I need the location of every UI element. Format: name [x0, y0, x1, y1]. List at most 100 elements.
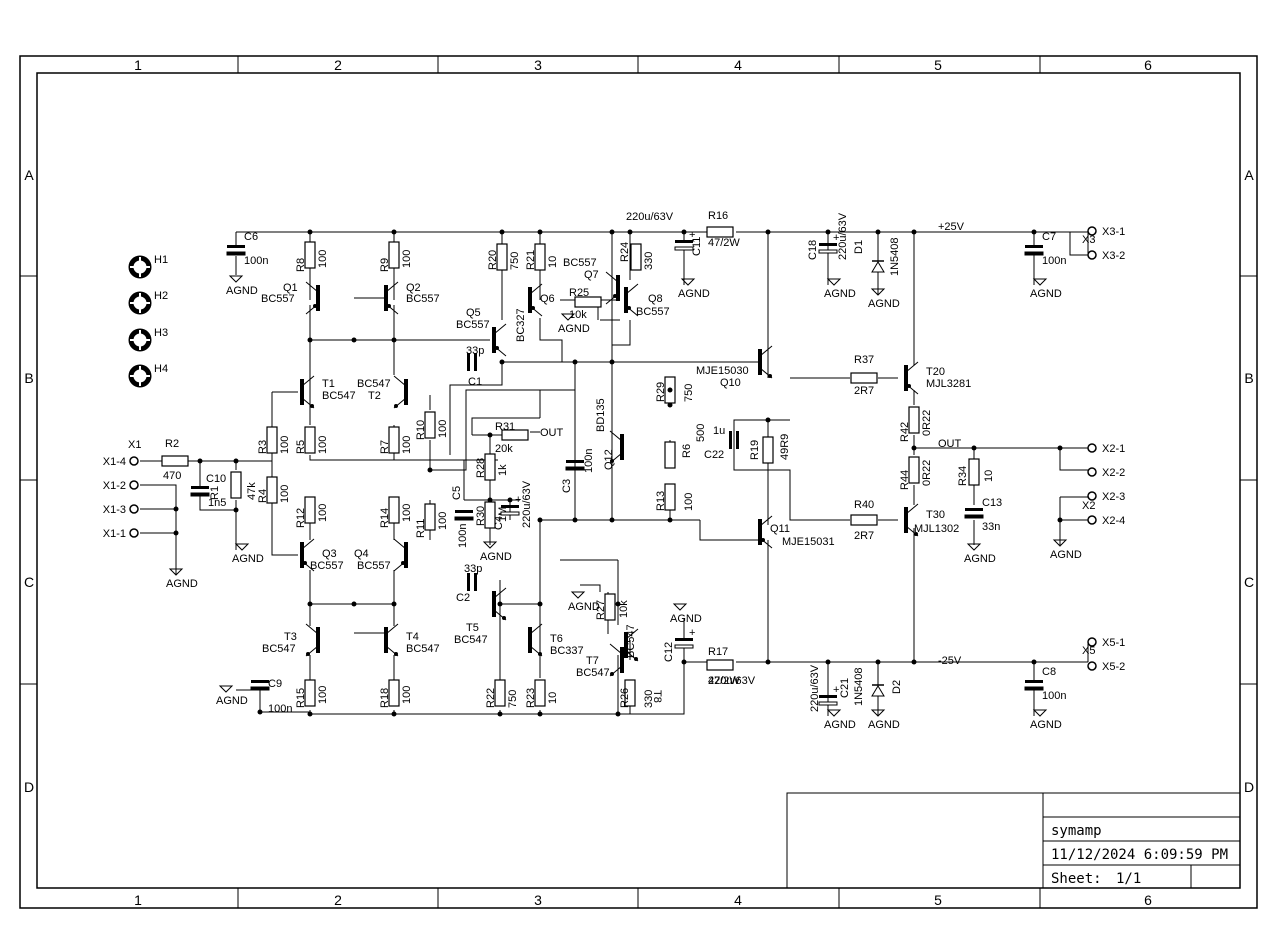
junction-dot	[487, 432, 493, 438]
junction-dot	[173, 506, 179, 512]
connector-pin	[129, 528, 139, 538]
junction-dot	[307, 337, 313, 343]
part-value: 100n	[457, 524, 469, 548]
part-value: 47/2W	[708, 237, 740, 249]
junction-dot	[307, 229, 313, 235]
frame-row-label-left: C	[24, 574, 34, 590]
part-ref: T30	[926, 509, 945, 521]
connector-x2-pin-label: X2-2	[1102, 467, 1125, 479]
part-ref: R8	[295, 258, 307, 272]
junction-dot	[875, 229, 881, 235]
connector-pin	[1087, 250, 1097, 260]
part-value: 10	[983, 470, 995, 482]
part-value: 220u/63V	[708, 675, 756, 687]
ground-label: AGND	[232, 553, 264, 565]
junction-dot	[609, 517, 615, 523]
junction-dot	[1057, 445, 1063, 451]
part-ref: C11	[691, 237, 703, 256]
part-value: 100	[317, 250, 329, 268]
junction-dot	[681, 229, 687, 235]
part-value: 100n	[244, 255, 268, 267]
net-label-pos: +25V	[938, 221, 965, 233]
part-value: 10	[547, 692, 559, 704]
junction-dot	[487, 497, 493, 503]
part-value: 100n	[268, 703, 292, 715]
connector-x2-pin-label: X2-3	[1102, 491, 1125, 503]
part-ref: R34	[957, 466, 969, 486]
part-value: 0R22	[921, 410, 933, 436]
part-value: 330	[643, 252, 655, 270]
part-ref: T7	[586, 655, 599, 667]
junction-dot	[667, 517, 673, 523]
connector-x3-pin-label: X3-2	[1102, 250, 1125, 262]
part-value: BC547	[454, 634, 488, 646]
part-ref: R27	[595, 600, 607, 620]
part-value: 220u/63V	[809, 664, 821, 712]
junction-dot	[825, 229, 831, 235]
part-value: 47/2W	[708, 675, 740, 687]
connector-pin	[1087, 491, 1097, 501]
connector-pin	[1087, 467, 1097, 477]
part-ref: R9	[379, 258, 391, 272]
ground-icon	[168, 568, 184, 576]
part-value: 100	[401, 250, 413, 268]
junction-dot	[233, 458, 239, 464]
junction-dot	[537, 711, 543, 717]
ground-icon	[966, 543, 982, 551]
mounting-hole-label: H3	[154, 327, 168, 339]
junction-dot	[307, 601, 313, 607]
part-value: BC327	[515, 308, 527, 342]
part-value: BC547	[322, 390, 356, 402]
junction-dot	[197, 458, 203, 464]
frame-row-label-left: A	[24, 167, 34, 183]
part-ref: Q6	[540, 293, 555, 305]
junction-dots	[173, 229, 1063, 717]
frame-column-label-top: 3	[534, 57, 542, 73]
part-ref: Q2	[406, 282, 421, 294]
ground-icon	[826, 709, 842, 717]
part-ref: R16	[708, 210, 728, 222]
connector-pin	[1087, 443, 1097, 453]
ground-icon	[482, 541, 498, 549]
part-value: 10	[547, 256, 559, 268]
part-value: 750	[509, 252, 521, 270]
part-value: 100	[401, 436, 413, 454]
junction-dot	[499, 359, 505, 365]
polarity-mark: +	[689, 229, 695, 241]
junction-dot	[391, 229, 397, 235]
connector-pin	[129, 480, 139, 490]
ground-label: AGND	[166, 578, 198, 590]
part-value: MJE15031	[782, 536, 835, 548]
ground-icon	[1032, 709, 1048, 717]
frame-column-label-bottom: 3	[534, 892, 542, 908]
junction-dot	[307, 711, 313, 717]
ground-icon	[870, 288, 886, 296]
frame-column-label-bottom: 4	[734, 892, 742, 908]
part-ref: Q4	[354, 548, 369, 560]
part-ref: T2	[368, 390, 381, 402]
polarity-mark: +	[515, 494, 521, 506]
part-value: 20k	[495, 443, 513, 455]
part-ref: C1	[468, 376, 482, 388]
connector-pin	[1087, 637, 1097, 647]
part-ref: R26	[619, 688, 631, 708]
connector-x1-pin-label: X1-3	[103, 504, 126, 516]
